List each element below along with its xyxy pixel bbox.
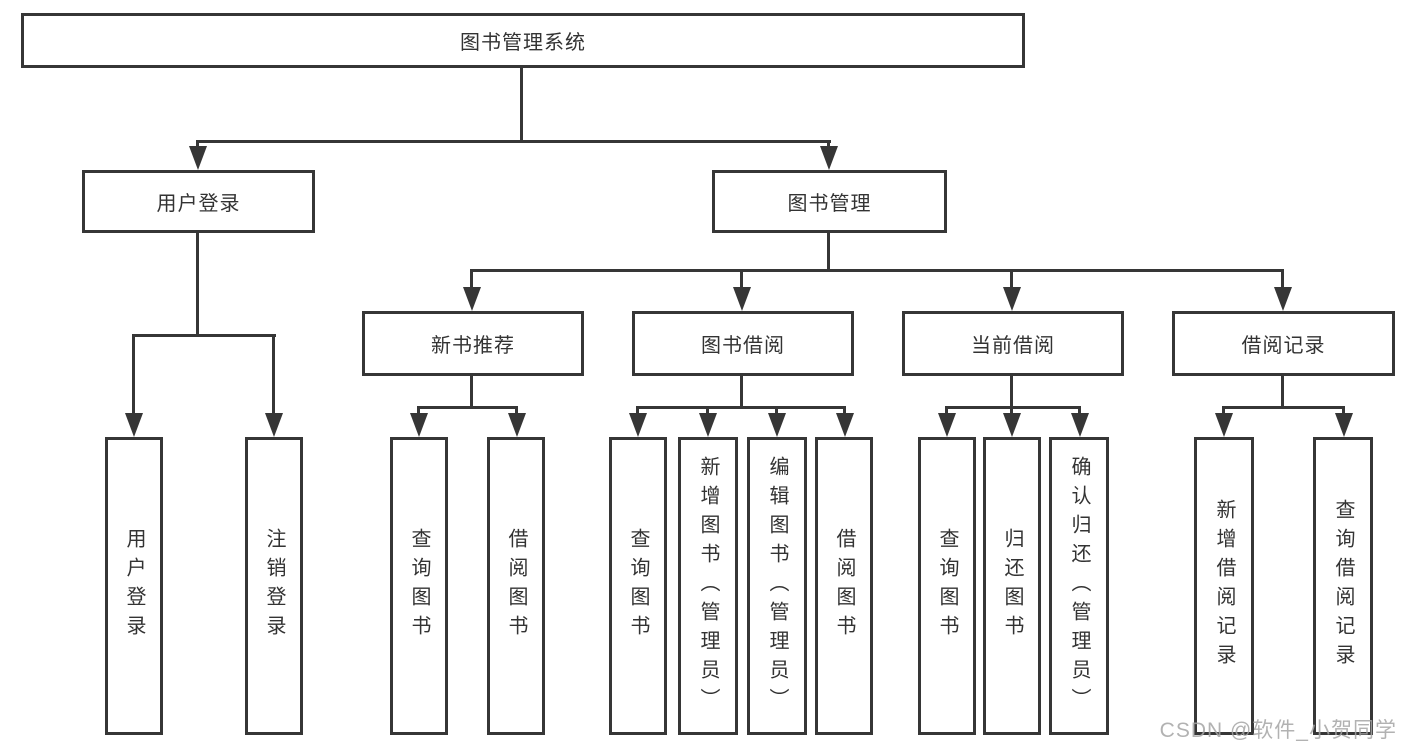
arrow-down-icon xyxy=(410,413,428,437)
leaf-current-confirm-return: 确认归还（管理员） xyxy=(1049,437,1109,735)
arrow-down-icon xyxy=(125,413,143,437)
leaf-logout: 注销登录 xyxy=(245,437,303,735)
connector-line xyxy=(945,406,1081,409)
connector-line xyxy=(520,68,523,143)
connector-line xyxy=(272,334,275,419)
node-root: 图书管理系统 xyxy=(21,13,1025,68)
leaf-current-query-book-label: 查询图书 xyxy=(936,528,958,644)
connector-line xyxy=(470,376,473,408)
arrow-down-icon xyxy=(820,146,838,170)
connector-line xyxy=(636,406,639,419)
leaf-current-return-book-label: 归还图书 xyxy=(1001,528,1023,644)
node-user-login-label: 用户登录 xyxy=(156,193,241,215)
connector-line xyxy=(740,269,743,291)
connector-line xyxy=(196,140,831,143)
connector-line xyxy=(1281,269,1284,291)
node-borrow-records-label: 借阅记录 xyxy=(1241,335,1326,357)
connector-line xyxy=(132,334,135,419)
connector-line xyxy=(843,406,846,419)
arrow-down-icon xyxy=(265,413,283,437)
connector-line xyxy=(470,269,1284,272)
arrow-down-icon xyxy=(938,413,956,437)
node-book-borrow: 图书借阅 xyxy=(632,311,854,376)
node-book-borrow-label: 图书借阅 xyxy=(701,335,785,357)
node-current-borrow-label: 当前借阅 xyxy=(971,335,1055,357)
connector-line xyxy=(1281,376,1284,408)
leaf-records-add-record-label: 新增借阅记录 xyxy=(1213,499,1235,673)
connector-line xyxy=(827,233,830,271)
arrow-down-icon xyxy=(699,413,717,437)
leaf-borrow-borrow-book: 借阅图书 xyxy=(815,437,873,735)
arrow-down-icon xyxy=(733,287,751,311)
connector-line xyxy=(417,406,518,409)
leaf-borrow-query-book-label: 查询图书 xyxy=(627,528,649,644)
leaf-logout-label: 注销登录 xyxy=(263,528,285,644)
leaf-borrow-query-book: 查询图书 xyxy=(609,437,667,735)
node-borrow-records: 借阅记录 xyxy=(1172,311,1395,376)
connector-line xyxy=(1222,406,1225,419)
leaf-records-query-record-label: 查询借阅记录 xyxy=(1332,499,1354,673)
connector-line xyxy=(1222,406,1345,409)
leaf-current-confirm-return-label: 确认归还（管理员） xyxy=(1068,455,1090,717)
arrow-down-icon xyxy=(1003,287,1021,311)
leaf-borrow-borrow-book-label: 借阅图书 xyxy=(833,528,855,644)
node-user-login: 用户登录 xyxy=(82,170,315,233)
node-root-label: 图书管理系统 xyxy=(460,32,586,54)
leaf-user-login: 用户登录 xyxy=(105,437,163,735)
arrow-down-icon xyxy=(463,287,481,311)
leaf-borrow-add-book-label: 新增图书（管理员） xyxy=(697,455,719,717)
connector-line xyxy=(470,269,473,291)
connector-line xyxy=(740,376,743,408)
arrow-down-icon xyxy=(629,413,647,437)
leaf-recommend-query-book: 查询图书 xyxy=(390,437,448,735)
leaf-records-add-record: 新增借阅记录 xyxy=(1194,437,1254,735)
connector-line xyxy=(1342,406,1345,419)
connector-line xyxy=(417,406,420,419)
connector-line xyxy=(1010,269,1013,291)
leaf-recommend-borrow-book-label: 借阅图书 xyxy=(505,528,527,644)
leaf-borrow-add-book: 新增图书（管理员） xyxy=(678,437,738,735)
arrow-down-icon xyxy=(1215,413,1233,437)
leaf-borrow-edit-book-label: 编辑图书（管理员） xyxy=(766,455,788,717)
leaf-user-login-label: 用户登录 xyxy=(123,528,145,644)
connector-line xyxy=(1010,376,1013,408)
arrow-down-icon xyxy=(836,413,854,437)
node-new-book-recommend-label: 新书推荐 xyxy=(431,335,515,357)
arrow-down-icon xyxy=(189,146,207,170)
connector-line xyxy=(945,406,948,419)
connector-line xyxy=(706,406,709,419)
node-book-management: 图书管理 xyxy=(712,170,947,233)
connector-line xyxy=(1078,406,1081,419)
connector-line xyxy=(1010,406,1013,419)
arrow-down-icon xyxy=(1071,413,1089,437)
arrow-down-icon xyxy=(1274,287,1292,311)
leaf-recommend-borrow-book: 借阅图书 xyxy=(487,437,545,735)
arrow-down-icon xyxy=(1003,413,1021,437)
arrow-down-icon xyxy=(1335,413,1353,437)
leaf-recommend-query-book-label: 查询图书 xyxy=(408,528,430,644)
leaf-records-query-record: 查询借阅记录 xyxy=(1313,437,1373,735)
connector-line xyxy=(636,406,846,409)
connector-line xyxy=(196,233,199,336)
node-current-borrow: 当前借阅 xyxy=(902,311,1124,376)
leaf-current-query-book: 查询图书 xyxy=(918,437,976,735)
arrow-down-icon xyxy=(768,413,786,437)
arrow-down-icon xyxy=(508,413,526,437)
connector-line xyxy=(132,334,276,337)
leaf-current-return-book: 归还图书 xyxy=(983,437,1041,735)
leaf-borrow-edit-book: 编辑图书（管理员） xyxy=(747,437,807,735)
connector-line xyxy=(775,406,778,419)
node-book-management-label: 图书管理 xyxy=(787,193,872,215)
csdn-watermark: CSDN @软件_小贺同学 xyxy=(1159,719,1397,742)
connector-line xyxy=(515,406,518,419)
node-new-book-recommend: 新书推荐 xyxy=(362,311,584,376)
